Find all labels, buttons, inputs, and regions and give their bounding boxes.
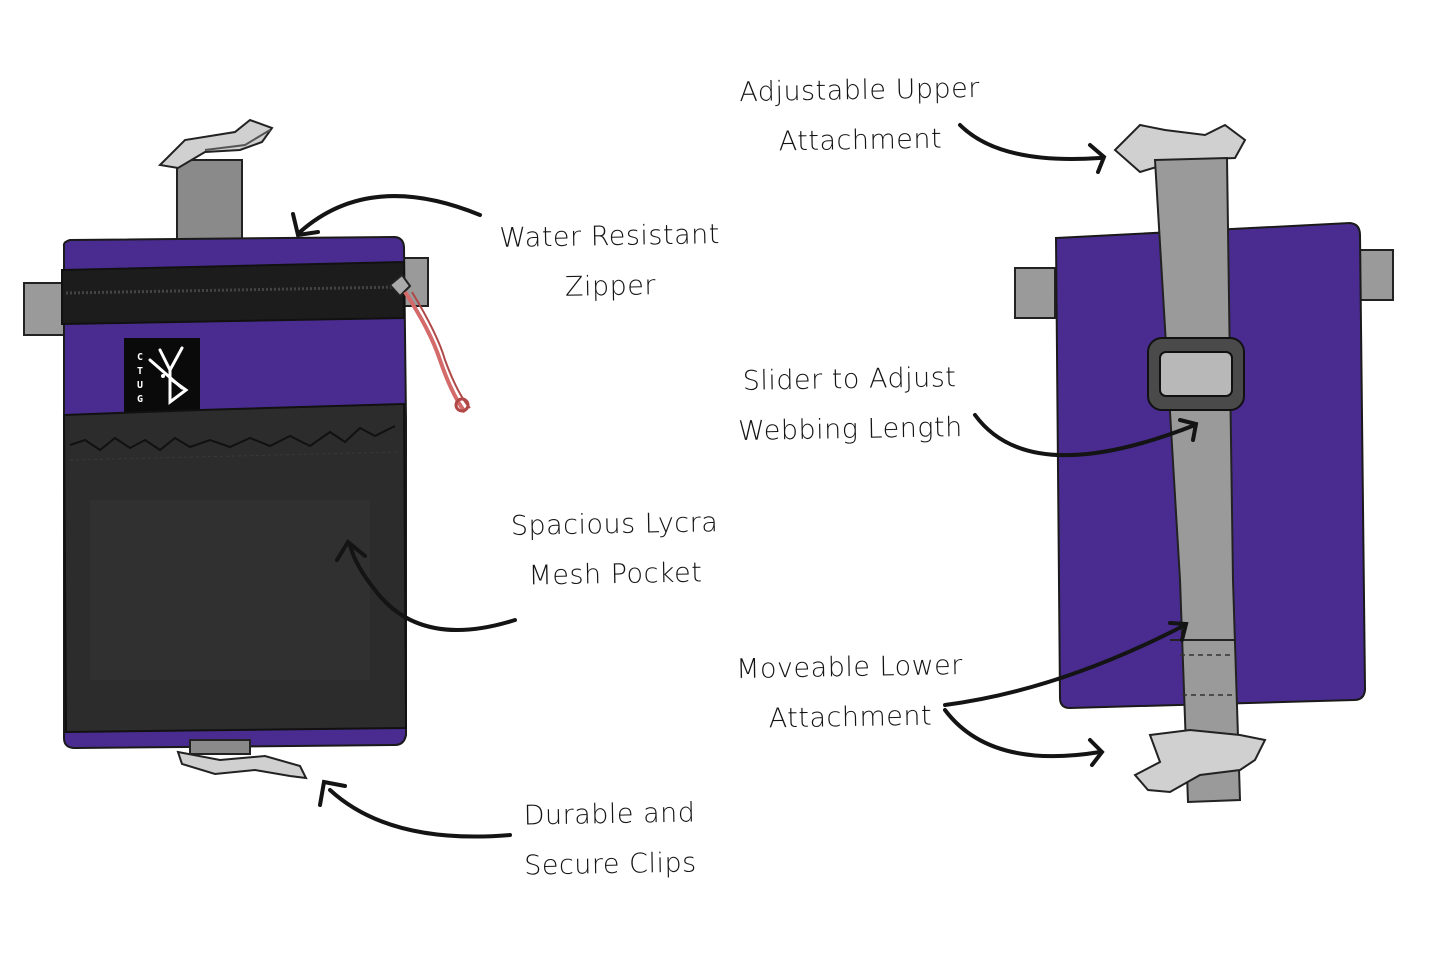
front-bag: C T U G [23, 118, 471, 780]
arrow-upper-head [1088, 143, 1107, 174]
arrow-upper [958, 123, 1102, 162]
arrow-lower-b-head [1088, 738, 1105, 767]
label-moveable-lower-attachment: Moveable Lower Attachment [724, 641, 976, 745]
zipper [61, 260, 405, 326]
label-line: Zipper [564, 270, 657, 303]
back-bottom-clip [1133, 728, 1267, 794]
label-line: Water Resistant [499, 219, 721, 254]
slider-buckle-icon [1147, 337, 1245, 411]
zipper-pull-icon [388, 273, 471, 414]
front-bottom-clip [176, 739, 308, 780]
arrow-pocket-head [335, 538, 367, 562]
label-durable-clips: Durable and Secure Clips [499, 788, 721, 892]
back-bag [1014, 123, 1394, 804]
mesh-pocket [62, 402, 408, 734]
back-left-tab [1014, 267, 1056, 319]
label-line: Durable and [523, 797, 696, 832]
arrow-lower-a [943, 623, 1187, 707]
label-line: Spacious Lycra [510, 507, 719, 542]
arrow-lower-a-head [1168, 621, 1189, 642]
label-line: Moveable Lower [735, 650, 964, 685]
label-water-resistant-zipper: Water Resistant Zipper [489, 210, 731, 314]
arrow-lower-b [943, 708, 1102, 759]
arrow-slider-head [1178, 418, 1199, 442]
label-line: Mesh Pocket [528, 557, 703, 592]
label-line: Slider to Adjust [742, 362, 957, 397]
arrow-slider [973, 413, 1197, 458]
label-line: Attachment [768, 700, 933, 735]
logo-letter: G [137, 394, 143, 405]
label-line: Adjustable Upper [739, 72, 981, 109]
label-adjustable-upper-attachment: Adjustable Upper Attachment [724, 64, 996, 169]
label-line: Webbing Length [737, 412, 963, 447]
arrow-clips-head [318, 779, 347, 807]
front-top-clip [157, 118, 274, 251]
ctug-logo [124, 338, 200, 412]
annotation-arrows [291, 123, 1199, 839]
label-line: Attachment [778, 123, 943, 158]
logo-letter: C [137, 352, 143, 363]
label-line: Secure Clips [523, 847, 697, 882]
arrow-zipper-head [291, 212, 320, 238]
logo-letter: U [137, 380, 143, 391]
label-slider-webbing-length: Slider to Adjust Webbing Length [729, 353, 971, 457]
logo-letter: T [137, 366, 143, 377]
label-lycra-mesh-pocket: Spacious Lycra Mesh Pocket [494, 498, 736, 602]
arrow-zipper [298, 194, 482, 234]
arrow-pocket [348, 543, 517, 632]
arrow-clips [328, 788, 512, 839]
